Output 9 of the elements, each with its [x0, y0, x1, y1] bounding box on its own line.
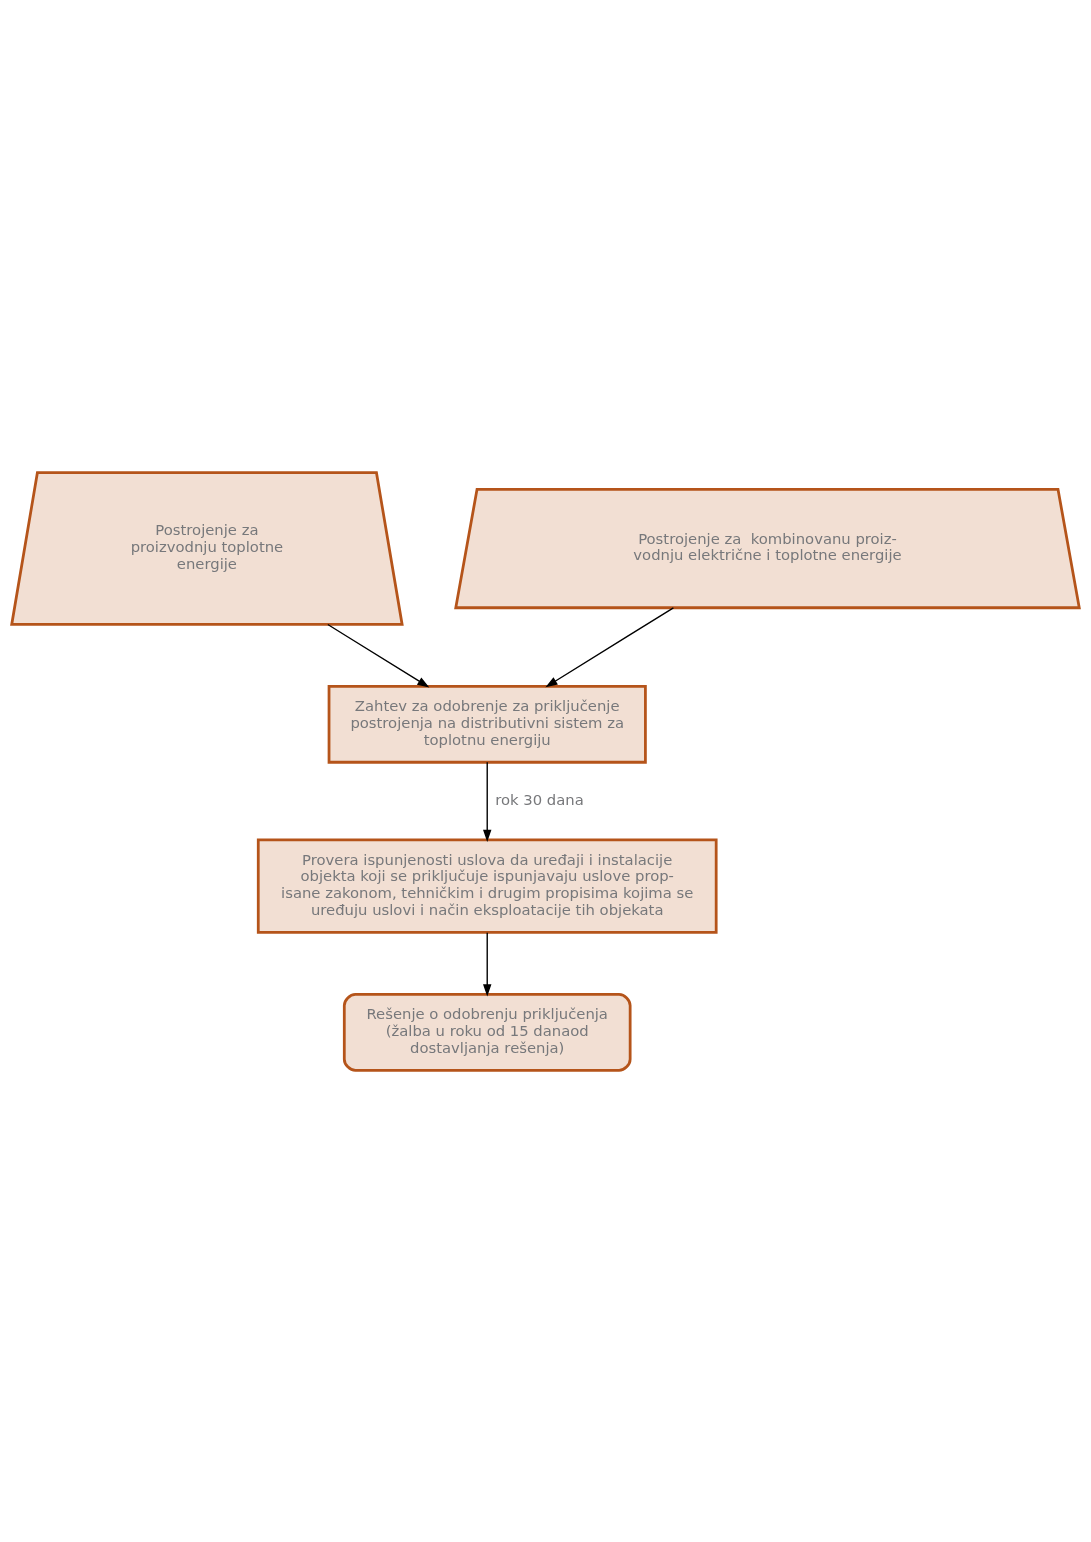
arrow [483, 931, 492, 996]
arrow [545, 606, 675, 687]
arrow [327, 623, 430, 687]
edge-label: rok 30 dana [495, 790, 584, 808]
node-box: Rešenje o odobrenju priključenja (žalba u roku od 15 danaod dostavljanja rešenja) [342, 992, 632, 1072]
arrow [483, 761, 492, 842]
node-box: Provera ispunjenosti uslova da uređaji i instalacije objekta koji se priključuje ispunjavaju uslove prop- isane zakonom, tehničkim i drugim propisima kojima se uređuju uslovi i način eksploatacije tih objekata [256, 838, 718, 934]
node-box: Postrojenje za kombinovanu proiz- vodnju električne i toplotne energije [454, 487, 1081, 609]
node-box: Zahtev za odobrenje za priključenje postrojenja na distributivni sistem za toplotnu energiju [327, 684, 647, 764]
